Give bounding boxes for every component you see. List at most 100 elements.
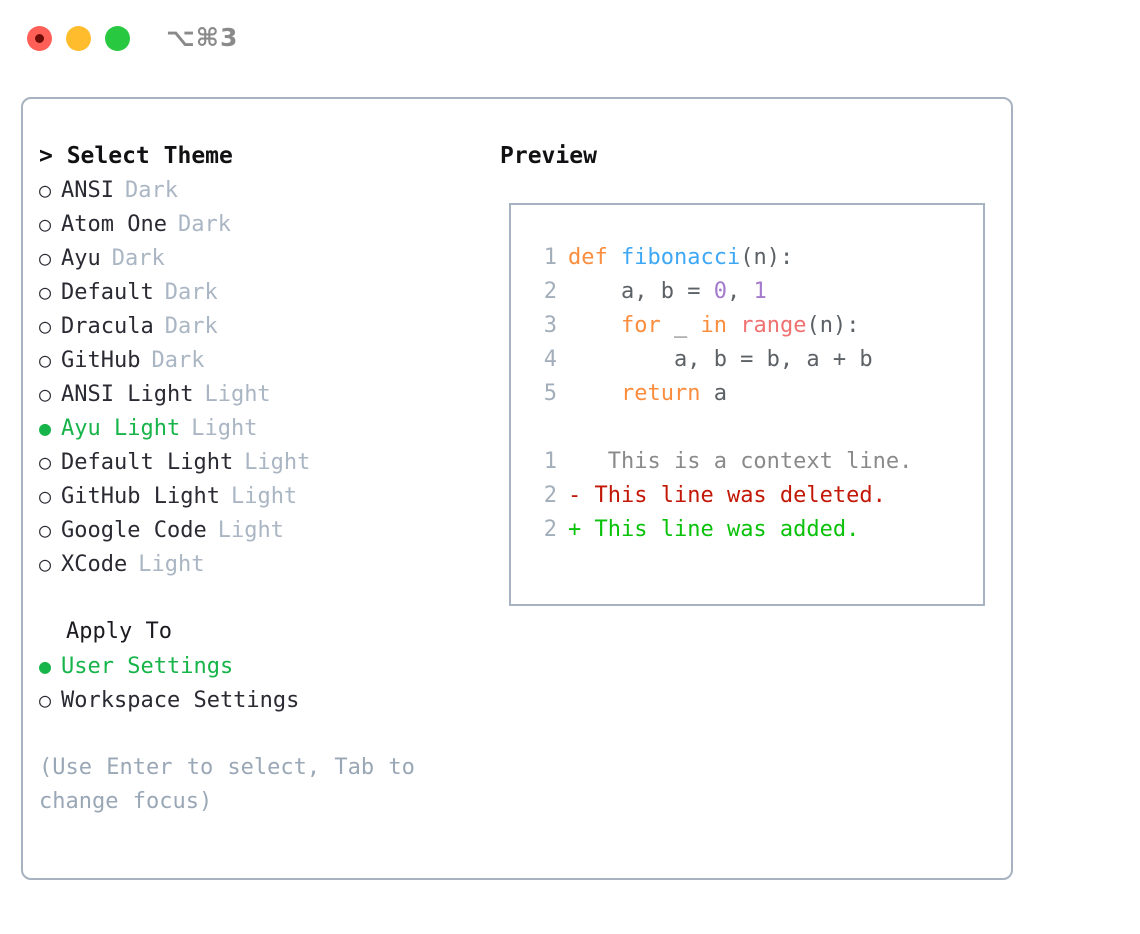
select-theme-heading: > Select Theme <box>39 143 233 169</box>
keyboard-hint-text: (Use Enter to select, Tab to change focu… <box>39 755 415 814</box>
close-window-button[interactable] <box>27 26 52 51</box>
apply-to-option-label: User Settings <box>61 654 234 679</box>
code-token-pl: , <box>726 279 754 304</box>
code-token-pl: a, b = <box>568 279 714 304</box>
diff-line-number: 1 <box>543 449 557 474</box>
theme-variant-badge: Light <box>244 450 311 475</box>
apply-to-option-label: Workspace Settings <box>61 688 300 713</box>
theme-option-label: Ayu <box>61 246 101 271</box>
diff-line-added: 2+ This line was added. <box>527 513 967 547</box>
radio-unselected-icon: ○ <box>39 484 52 508</box>
code-line-number: 3 <box>543 313 557 338</box>
diff-line-number: 2 <box>543 517 557 542</box>
code-token-pl <box>568 313 621 338</box>
theme-option-label: Ayu Light <box>61 416 181 441</box>
diff-marker: - <box>568 483 582 508</box>
theme-variant-badge: Light <box>191 416 258 441</box>
traffic-light-group <box>27 26 130 51</box>
code-line-number: 5 <box>543 381 557 406</box>
code-token-kw: in <box>700 313 727 338</box>
code-line: 4 a, b = b, a + b <box>527 343 967 377</box>
code-token-pl: a <box>700 381 727 406</box>
theme-option-label: Atom One <box>61 212 167 237</box>
code-line-number: 1 <box>543 245 557 270</box>
theme-option-label: Default Light <box>61 450 234 475</box>
code-token-pl: a, b = b, a + b <box>568 347 873 372</box>
diff-sample: 1 This is a context line.2- This line wa… <box>527 445 967 547</box>
code-token-pl: (n): <box>806 313 860 338</box>
code-line-text: def fibonacci(n): <box>568 241 793 275</box>
radio-selected-icon: ● <box>39 654 52 678</box>
zoom-window-button[interactable] <box>105 26 130 51</box>
theme-option-label: GitHub <box>61 348 141 373</box>
code-line: 5 return a <box>527 377 967 411</box>
radio-selected-icon: ● <box>39 416 52 440</box>
diff-marker <box>568 445 581 479</box>
theme-option-ayu[interactable]: ○ Ayu Dark <box>39 241 489 275</box>
diff-line-deleted: 2- This line was deleted. <box>527 479 967 513</box>
radio-unselected-icon: ○ <box>39 246 52 270</box>
theme-variant-badge: Dark <box>151 348 205 373</box>
title-bar: ⌥⌘3 <box>0 0 1140 78</box>
apply-to-option-workspace-settings[interactable]: ○ Workspace Settings <box>39 683 489 717</box>
code-line-number: 4 <box>543 347 557 372</box>
theme-option-label: Google Code <box>61 518 207 543</box>
radio-unselected-icon: ○ <box>39 518 52 542</box>
code-token-pl: _ <box>660 313 701 338</box>
code-token-kw: def <box>568 245 621 270</box>
theme-option-label: Default <box>61 280 154 305</box>
code-token-kw: return <box>620 381 701 406</box>
theme-option-label: ANSI <box>61 178 114 203</box>
radio-unselected-icon: ○ <box>39 280 52 304</box>
code-line: 2 a, b = 0, 1 <box>527 275 967 309</box>
preview-heading: Preview <box>500 143 597 169</box>
window-title: ⌥⌘3 <box>166 23 239 52</box>
radio-unselected-icon: ○ <box>39 382 52 406</box>
code-token-kw: for <box>620 313 661 338</box>
theme-variant-badge: Light <box>217 518 284 543</box>
code-token-num: 0 <box>713 279 727 304</box>
apply-to-list: ● User Settings ○ Workspace Settings <box>39 649 489 717</box>
code-line-text: a, b = b, a + b <box>568 343 873 377</box>
theme-variant-badge: Dark <box>111 246 165 271</box>
theme-variant-badge: Dark <box>177 212 231 237</box>
code-token-pl <box>568 381 621 406</box>
code-token-pl <box>727 313 740 338</box>
code-line: 3 for _ in range(n): <box>527 309 967 343</box>
minimize-window-button[interactable] <box>66 26 91 51</box>
theme-variant-badge: Light <box>138 552 205 577</box>
diff-line-number: 2 <box>543 483 557 508</box>
code-token-num: 1 <box>753 279 767 304</box>
theme-option-google-code[interactable]: ○ Google Code Light <box>39 513 489 547</box>
hint-spacer <box>39 717 489 751</box>
apply-to-heading: Apply To <box>66 619 172 644</box>
apply-to-option-user-settings[interactable]: ● User Settings <box>39 649 489 683</box>
theme-variant-badge: Dark <box>124 178 178 203</box>
theme-option-ayu-light[interactable]: ● Ayu Light Light <box>39 411 489 445</box>
theme-variant-badge: Dark <box>164 314 218 339</box>
theme-variant-badge: Light <box>204 382 271 407</box>
diff-marker: + <box>568 517 582 542</box>
diff-line-text: This is a context line. <box>581 449 913 474</box>
radio-unselected-icon: ○ <box>39 688 52 712</box>
code-token-fn: fibonacci <box>620 245 741 270</box>
list-spacer <box>39 581 489 615</box>
theme-variant-badge: Light <box>230 484 298 509</box>
diff-line-context: 1 This is a context line. <box>527 445 967 479</box>
